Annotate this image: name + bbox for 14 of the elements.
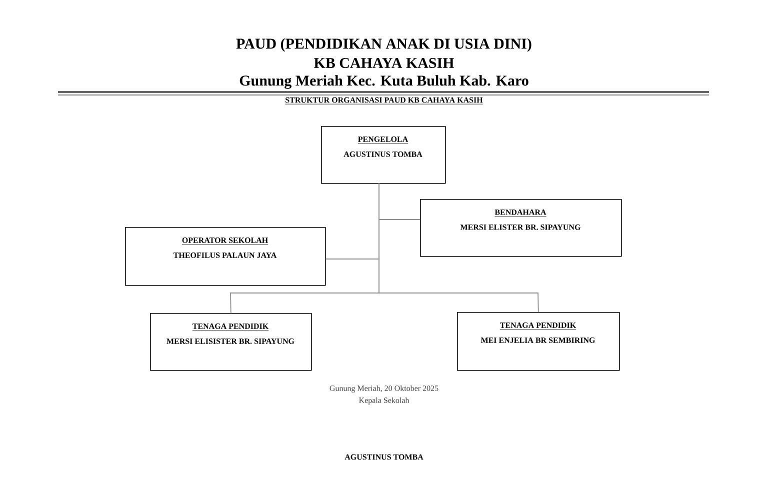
signer-role: Kepala Sekolah [359, 397, 410, 405]
role-box: BENDAHARA MERSI ELISTER BR. SIPAYUNG [420, 199, 622, 257]
role-box: PENGELOLA AGUSTINUS TOMBA [321, 126, 446, 184]
connector-line [325, 182, 380, 260]
role-box: TENAGA PENDIDIK MEI ENJELIA BR SEMBIRING [457, 312, 620, 371]
title: PAUD (PENDIDIKAN ANAK DI USIA DINI) [236, 38, 532, 52]
signer-name: AGUSTINUS TOMBA [344, 454, 424, 460]
role-box: TENAGA PENDIDIK MERSI ELISISTER BR. SIPAYUNG [150, 313, 312, 371]
connector-line [378, 183, 539, 312]
subtitle: KB CAHAYA KASIH [314, 58, 454, 68]
heading: STRUKTUR ORGANISASI PAUD KB CAHAYA KASIH [284, 97, 484, 104]
address: Gunung Meriah Kec. Kuta Buluh Kab. Karo [240, 75, 528, 89]
role-box: OPERATOR SEKOLAH THEOFILUS PALAUN JAYA [125, 227, 326, 286]
place-date: Gunung Meriah, 20 Oktober 2025 [330, 385, 438, 393]
